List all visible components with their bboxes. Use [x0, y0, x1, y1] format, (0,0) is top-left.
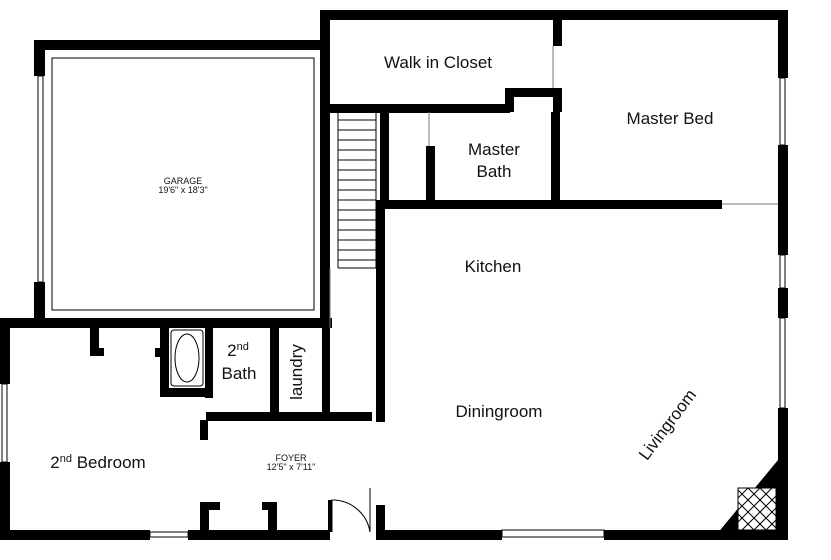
foyer-label: FOYER [275, 453, 307, 463]
master-bed-label: Master Bed [627, 109, 714, 128]
wall-bath-right [270, 326, 279, 416]
second-bedroom-sup: nd [60, 453, 72, 465]
walk-in-closet-label: Walk in Closet [384, 53, 492, 72]
wall-garage-top [34, 40, 330, 50]
wall-masterbath-right [551, 112, 560, 204]
wall-garage-left-lower [34, 282, 45, 318]
wall-bottom-2 [188, 530, 330, 540]
living-slider-right [779, 317, 786, 409]
wall-bottom-4 [604, 530, 788, 540]
walls [0, 10, 788, 540]
wall-bedroom-stub [90, 326, 99, 354]
bedroom-window [1, 383, 8, 463]
second-bath-label-line1: 2nd [227, 341, 249, 360]
second-bedroom-label: 2nd Bedroom [50, 453, 145, 472]
laundry-label: laundry [287, 344, 306, 400]
wall-left-bottom [0, 462, 10, 540]
livingroom-label: Livingroom [635, 386, 700, 464]
wall-bath-top-stub [155, 348, 165, 357]
second-bath-num: 2 [227, 341, 236, 360]
second-bedroom-num: 2 [50, 453, 59, 472]
garage-inner-outline [51, 57, 315, 311]
kitchen-label: Kitchen [465, 257, 522, 276]
wall-masterbath-divider [426, 146, 435, 202]
master-bath-label-line2: Bath [477, 162, 512, 181]
wall-closet-bottom [330, 104, 510, 113]
bathtub [170, 329, 204, 387]
wall-left [0, 318, 10, 384]
wall-mid-left-upper [320, 10, 330, 272]
wall-laundry-right [322, 326, 330, 416]
living-window-right [779, 254, 786, 289]
bottom-window-left [149, 531, 189, 538]
thin-lines [1, 46, 786, 540]
fireplace [712, 460, 778, 540]
wall-closet-right-top [553, 20, 562, 46]
second-bath-label-line2: Bath [222, 364, 257, 383]
wall-right-upper [778, 10, 788, 78]
wall-bedroom-stub-foot [90, 348, 104, 356]
wall-closet-mid [505, 88, 514, 112]
bottom-window-right [501, 529, 605, 538]
garage-left-window [37, 75, 44, 283]
wall-masterbath-left [380, 112, 389, 202]
wall-closet-right-lower [553, 88, 562, 112]
wall-garage-left-upper [34, 40, 45, 76]
wall-right-lower [778, 288, 788, 318]
wall-closet-stub [204, 502, 220, 510]
garage-dims: 19'6" x 18'3" [158, 185, 207, 195]
stairs [337, 112, 377, 269]
wall-bath-inner [205, 326, 213, 398]
wall-top-right [322, 10, 788, 20]
master-bath-label-line1: Master [468, 140, 520, 159]
wall-closet-stub-r [262, 502, 274, 510]
wall-bedroom-right-bottom [200, 502, 209, 540]
front-door-swing [331, 499, 371, 533]
wall-laundry-bottom [206, 412, 372, 421]
wall-garage-bottom [0, 318, 332, 328]
wall-hall-right-bottom [376, 505, 385, 540]
wall-right-mid [778, 145, 788, 255]
wall-closet-notch [505, 88, 557, 97]
foyer-dims: 12'5" x 7'11" [267, 462, 316, 472]
wall-bath-bottom-left [160, 388, 206, 397]
second-bedroom-rest: Bedroom [72, 453, 146, 472]
wall-right-bottom [778, 408, 788, 540]
wall-bottom-1 [0, 530, 150, 540]
second-bath-sup: nd [237, 341, 249, 353]
master-bed-window [779, 77, 786, 146]
bathtub-basin [174, 333, 200, 383]
wall-closet-stub-right [268, 502, 277, 532]
wall-stair-left [320, 262, 330, 328]
wall-master-bottom [380, 200, 722, 209]
garage-label: GARAGE [164, 176, 203, 186]
diningroom-label: Diningroom [456, 402, 543, 421]
wall-bath-left [160, 326, 169, 394]
wall-hall-right [376, 200, 385, 422]
wall-bottom-3 [376, 530, 502, 540]
wall-bedroom-right [200, 420, 208, 440]
wall-foyer-door-left [328, 500, 332, 532]
